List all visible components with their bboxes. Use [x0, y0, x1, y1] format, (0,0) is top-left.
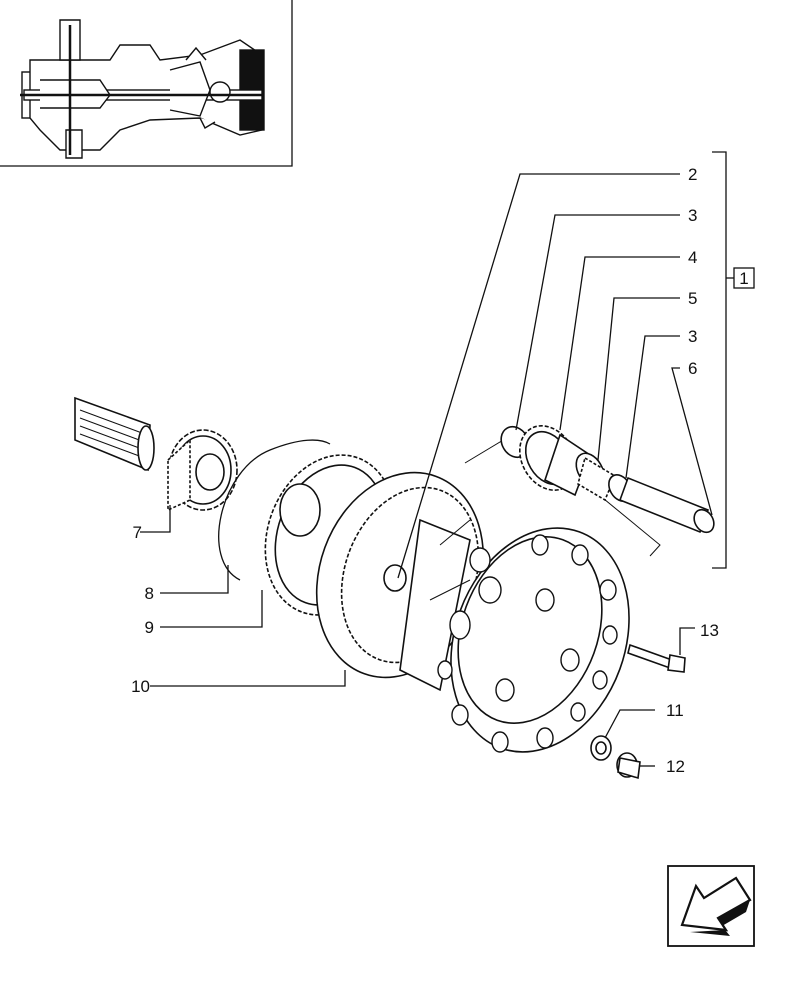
callout-3-right-ring: 3 — [688, 327, 697, 346]
nut — [616, 752, 641, 780]
leader-lines — [140, 173, 713, 767]
callout-13: 13 — [700, 621, 719, 640]
assembly-bracket: 1 — [712, 151, 755, 569]
callout-2: 2 — [688, 165, 697, 184]
sun-gear — [167, 429, 238, 512]
washer — [590, 735, 612, 761]
back-arrow-icon — [680, 876, 752, 936]
callout-4: 4 — [688, 248, 697, 267]
callout-6: 6 — [688, 359, 697, 378]
callout-11: 11 — [666, 701, 684, 720]
shaft-subassembly — [500, 425, 715, 534]
callout-3-left-ring: 3 — [688, 206, 697, 225]
callout-9: 9 — [145, 618, 154, 637]
snap-ring — [218, 439, 331, 581]
assembly-ref-label: 1 — [739, 269, 748, 288]
planet-carrier — [315, 471, 485, 692]
callout-12: 12 — [666, 757, 685, 776]
callout-7: 7 — [133, 523, 142, 542]
splined-shaft — [74, 396, 155, 472]
callout-5: 5 — [688, 289, 697, 308]
back-nav-button[interactable] — [667, 865, 755, 947]
assembly-ref-box — [733, 267, 755, 289]
callout-labels: 2 3 4 5 3 6 7 8 9 10 11 12 13 — [131, 165, 719, 776]
axle-overview-icon — [0, 0, 293, 167]
callout-10: 10 — [131, 677, 150, 696]
bolt — [627, 643, 686, 673]
wheel-hub — [437, 527, 630, 753]
planet-gear — [518, 425, 591, 497]
callout-8: 8 — [145, 584, 154, 603]
